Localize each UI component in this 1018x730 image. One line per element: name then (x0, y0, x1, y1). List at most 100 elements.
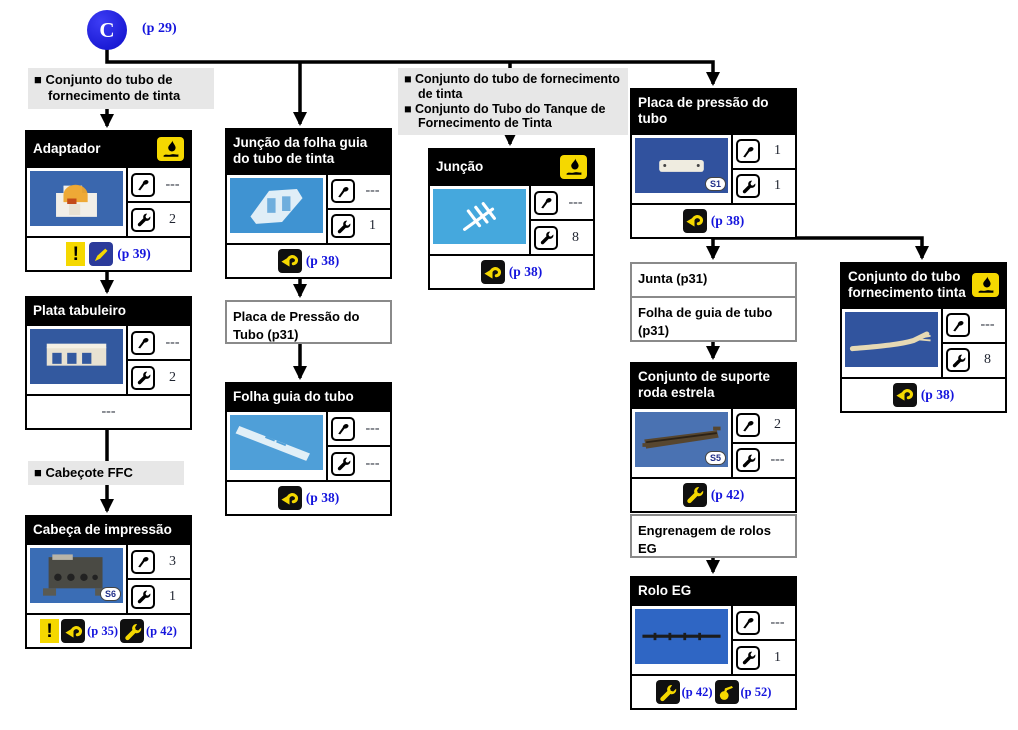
section-label-text: ■ Conjunto do Tubo do Tanque de Fornecim… (404, 101, 606, 131)
wrench-qty: 8 (984, 352, 991, 368)
fastener-icon (736, 139, 760, 164)
return-arrow-icon (61, 619, 86, 644)
page-ref[interactable]: (p 52) (740, 684, 772, 699)
fastener-qty-row: --- (128, 168, 190, 201)
page-ref[interactable]: (p 35) (87, 623, 118, 638)
part-card-juncao: Junção --- (428, 148, 595, 290)
exclamation-icon: ! (66, 242, 86, 266)
fastener-qty: 2 (774, 417, 781, 433)
part-card-plata-tabuleiro: Plata tabuleiro --- (25, 296, 192, 431)
return-arrow-icon (892, 382, 917, 407)
fastener-icon (131, 172, 155, 197)
node-c-page-ref[interactable]: (p 29) (142, 21, 177, 36)
page-ref[interactable]: (p 38) (710, 212, 745, 228)
page-ref[interactable]: (p 39) (117, 246, 151, 261)
plain-box-engrenagem: Engrenagem de rolos EG (630, 514, 797, 558)
part-card-tubo-fornecimento: Conjunto do tubo fornecimento tinta --- … (840, 262, 1007, 413)
page-ref[interactable]: (p 38) (305, 490, 340, 506)
fastener-icon (736, 610, 760, 635)
suporte-roda-estrela-photo: S5 (635, 411, 728, 467)
wrench-icon (131, 365, 155, 390)
fastener-icon (331, 416, 355, 441)
fastener-qty: --- (568, 194, 583, 210)
wrench-qty: --- (770, 452, 785, 468)
card-footer: --- (27, 394, 190, 428)
wrench-icon (331, 451, 355, 476)
wrench-adjust-icon (655, 680, 680, 705)
wrench-icon (131, 207, 155, 232)
wrench-qty: 2 (169, 369, 176, 385)
wrench-qty-row: 2 (128, 201, 190, 236)
page-ref[interactable]: (p 38) (920, 386, 955, 402)
wrench-icon (946, 348, 970, 373)
card-title-bar: Conjunto de suporte roda estrela (632, 364, 795, 407)
card-footer: (p 42) (p 52) (632, 674, 795, 708)
fastener-qty: --- (770, 614, 785, 630)
card-footer: (p 38) (632, 202, 795, 237)
folha-guia-tubo-photo (230, 415, 323, 471)
photo-badge: S6 (99, 587, 121, 602)
part-card-placa-pressao: Placa de pressão do tubo S1 1 (630, 88, 797, 239)
fastener-qty: --- (980, 317, 995, 333)
part-title: Plata tabuleiro (33, 303, 127, 318)
fastener-qty: 1 (774, 143, 781, 159)
return-arrow-icon (277, 248, 302, 273)
page-ref[interactable]: (p 38) (508, 264, 543, 279)
wrench-qty-row: 1 (128, 578, 190, 613)
section-label-text: ■ Cabeçote FFC (34, 465, 133, 480)
plain-box-folha-guia-tubo: Folha de guia de tubo (p31) (630, 296, 797, 342)
fastener-qty: --- (165, 334, 180, 350)
card-footer: (p 42) (632, 476, 795, 511)
plain-box-text: Junta (p31) (638, 271, 708, 286)
part-card-adaptador: Adaptador --- 2 (25, 130, 192, 272)
plain-box-junta: Junta (p31) (630, 262, 797, 298)
plain-box-placa-pressao-tubo: Placa de Pressão do Tubo (p31) (225, 300, 392, 344)
part-card-cabeca-impressao: Cabeça de impressão S6 (25, 515, 192, 650)
fastener-icon (534, 190, 558, 215)
card-title-bar: Cabeça de impressão (27, 517, 190, 544)
fastener-qty-row: --- (943, 309, 1005, 342)
wrench-qty-row: --- (733, 441, 795, 477)
wrench-qty-row: --- (328, 445, 390, 480)
exclamation-icon: ! (40, 619, 60, 644)
section-label-ink-tube: ■ Conjunto do tubo de fornecimento de ti… (28, 68, 214, 109)
part-title: Conjunto do tubo fornecimento tinta (848, 269, 966, 301)
adaptador-photo (30, 171, 123, 226)
card-footer: (p 38) (227, 480, 390, 514)
page-ref[interactable]: (p 38) (305, 252, 340, 268)
fastener-qty: --- (365, 183, 380, 199)
card-title-bar: Junção da folha guia do tubo de tinta (227, 130, 390, 173)
section-label-mid: ■ Conjunto do tubo de fornecimento de ti… (398, 68, 628, 135)
page-ref[interactable]: (p 42) (681, 684, 713, 699)
part-card-suporte-roda-estrela: Conjunto de suporte roda estrela S5 2 (630, 362, 797, 513)
fastener-icon (736, 413, 760, 438)
photo-badge: S1 (704, 176, 726, 191)
rolo-eg-photo (635, 609, 728, 665)
placa-pressao-photo: S1 (635, 137, 728, 193)
fastener-qty: --- (365, 420, 380, 436)
tubo-fornecimento-photo (845, 311, 938, 367)
footer-dashes: --- (101, 404, 116, 420)
return-arrow-icon (682, 208, 707, 233)
fastener-qty-row: --- (328, 175, 390, 208)
fastener-qty-row: 1 (733, 135, 795, 168)
card-footer: ! (p 35) (p 42) (27, 613, 190, 647)
juncao-photo (433, 189, 526, 244)
fastener-qty: --- (165, 176, 180, 192)
wrench-qty: 2 (169, 211, 176, 227)
page-ref[interactable]: (p 42) (146, 623, 177, 638)
wrench-qty: 1 (169, 588, 176, 604)
cabeca-impressao-photo: S6 (30, 548, 123, 604)
fastener-qty-row: 3 (128, 545, 190, 578)
part-title: Cabeça de impressão (33, 522, 172, 537)
wrench-icon (534, 225, 558, 250)
wrench-qty: --- (365, 455, 380, 471)
card-title-bar: Conjunto do tubo fornecimento tinta (842, 264, 1005, 307)
card-title-bar: Junção (430, 150, 593, 184)
plata-tabuleiro-photo (30, 329, 123, 385)
card-footer: (p 38) (227, 242, 390, 277)
fastener-icon (131, 549, 155, 574)
fastener-qty-row: --- (531, 186, 593, 219)
node-c[interactable]: C (87, 10, 127, 50)
page-ref[interactable]: (p 42) (710, 486, 745, 502)
